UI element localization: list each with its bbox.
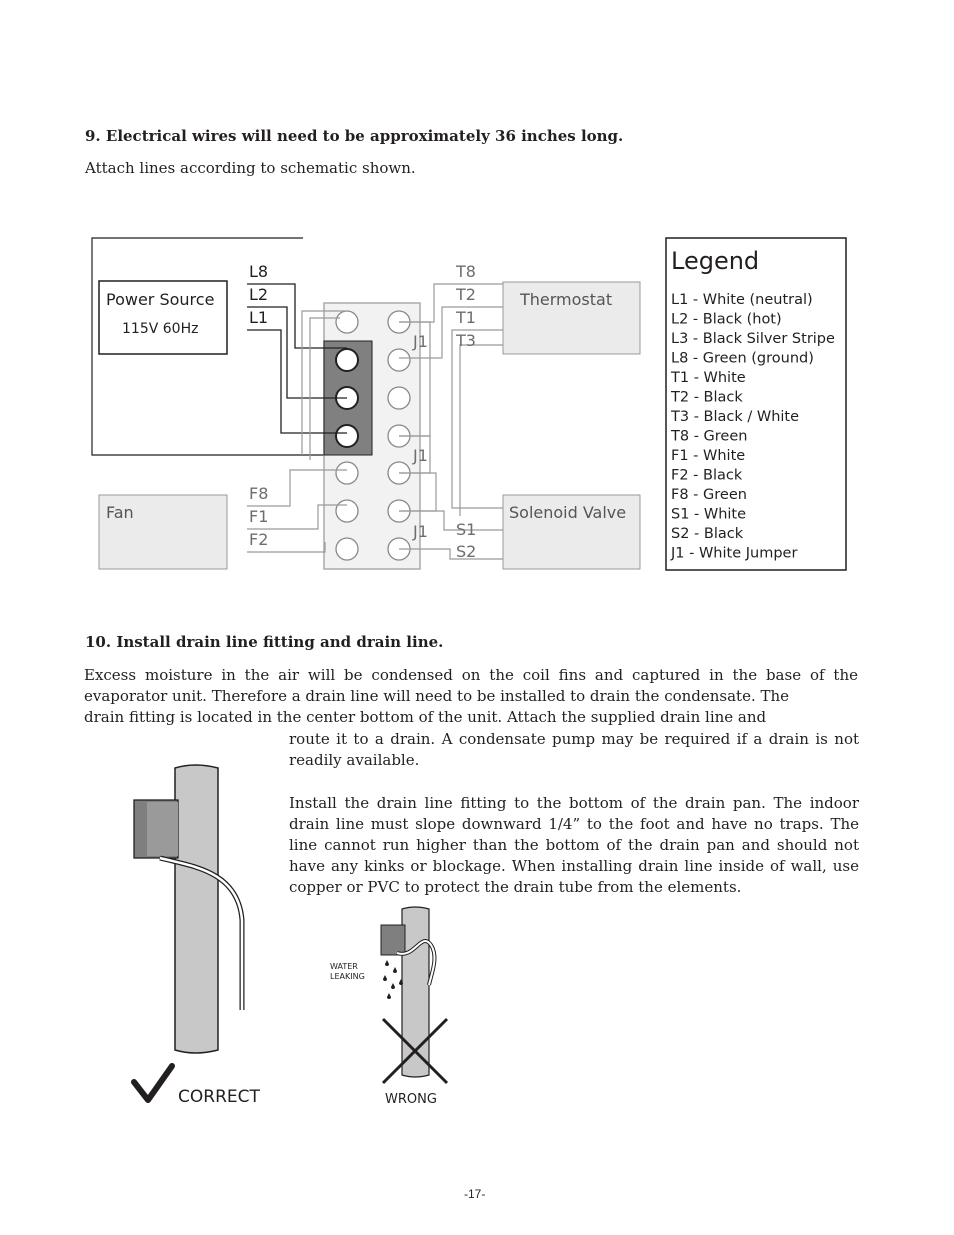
checkmark-icon — [131, 1063, 175, 1103]
thermostat-box — [502, 281, 641, 355]
water-leaking-line1: WATER — [330, 962, 358, 971]
label-t1: T1 — [455, 308, 476, 327]
page-number: -17- — [464, 1187, 486, 1201]
legend-box — [665, 237, 847, 571]
correct-label: CORRECT — [178, 1087, 260, 1107]
terminal-left-5 — [335, 461, 359, 485]
step10-para1-cont: route it to a drain. A condensate pump m… — [289, 730, 859, 769]
label-t2: T2 — [455, 285, 476, 304]
terminal-left-6 — [335, 499, 359, 523]
step9-subtext: Attach lines according to schematic show… — [85, 159, 416, 177]
terminal-right-3 — [387, 386, 411, 410]
drain-fitting-face — [147, 802, 178, 856]
fan-box — [98, 494, 228, 570]
signal-wires — [247, 283, 503, 560]
solenoid-box — [502, 494, 641, 570]
step10-para1-line3: drain fitting is located in the center b… — [84, 708, 767, 726]
legend-item: T8 - Green — [670, 429, 747, 445]
terminal-right-2 — [387, 348, 411, 372]
power-source-rating: 115V 60Hz — [122, 321, 198, 337]
legend-item: L3 - Black Silver Stripe — [671, 331, 835, 347]
cross-icon — [381, 1017, 449, 1085]
label-t8: T8 — [455, 262, 476, 281]
legend-title: Legend — [671, 247, 759, 275]
label-j1-bottom: J1 — [412, 522, 428, 541]
legend-item: S1 - White — [671, 507, 746, 523]
power-wires — [247, 283, 347, 434]
drain-tube-kinked — [396, 940, 436, 986]
wrong-label: WRONG — [385, 1092, 437, 1107]
legend-item: T1 - White — [670, 370, 746, 386]
label-t3: T3 — [455, 331, 476, 350]
label-s2: S2 — [456, 542, 476, 561]
terminal-left-1 — [335, 310, 359, 334]
legend-item: T2 - Black — [670, 390, 743, 406]
label-l2: L2 — [249, 285, 268, 304]
terminal-left-2 — [335, 348, 359, 372]
terminal-left-7 — [335, 537, 359, 561]
legend-item: L2 - Black (hot) — [671, 312, 782, 328]
legend-item: F8 - Green — [671, 487, 747, 503]
legend-item: J1 - White Jumper — [670, 546, 797, 562]
water-leaking-line2: LEAKING — [330, 972, 365, 981]
power-source-box — [98, 280, 228, 355]
water-drops-icon — [383, 960, 403, 999]
step10-heading: 10. Install drain line fitting and drain… — [85, 633, 444, 651]
wrong-drain-figure: WATER LEAKING WRONG — [330, 906, 449, 1107]
label-j1-mid: J1 — [412, 446, 428, 465]
drain-pipe — [174, 764, 219, 1054]
legend-item: S2 - Black — [671, 526, 744, 542]
correct-drain-figure: CORRECT — [131, 764, 260, 1107]
label-l1: L1 — [249, 308, 268, 327]
solenoid-label: Solenoid Valve — [509, 503, 626, 522]
step10-para1: Excess moisture in the air will be conde… — [84, 666, 858, 705]
label-f1: F1 — [249, 507, 268, 526]
power-outline — [91, 237, 324, 456]
step10-para2: Install the drain line fitting to the bo… — [289, 794, 859, 896]
legend-item: L1 - White (neutral) — [671, 292, 813, 308]
wiring-schematic: Power Source 115V 60Hz Thermostat Fan So… — [91, 237, 847, 571]
thermostat-label: Thermostat — [519, 290, 612, 309]
legend-item: F2 - Black — [671, 468, 743, 484]
label-j1-top: J1 — [412, 332, 428, 351]
drain-pipe — [401, 906, 430, 1078]
drain-fitting — [380, 924, 406, 956]
fan-label: Fan — [106, 503, 134, 522]
legend-item: F1 - White — [671, 448, 745, 464]
label-f2: F2 — [249, 530, 268, 549]
label-f8: F8 — [249, 484, 268, 503]
power-source-title: Power Source — [106, 290, 214, 309]
legend-item: L8 - Green (ground) — [671, 351, 814, 367]
step9-heading: 9. Electrical wires will need to be appr… — [85, 127, 624, 145]
label-l8: L8 — [249, 262, 268, 281]
legend-items: L1 - White (neutral) L2 - Black (hot) L3 -… — [670, 292, 835, 562]
label-s1: S1 — [456, 520, 476, 539]
drain-tube — [159, 856, 244, 1010]
legend-item: T3 - Black / White — [670, 409, 799, 425]
terminal-left-4 — [335, 424, 359, 448]
